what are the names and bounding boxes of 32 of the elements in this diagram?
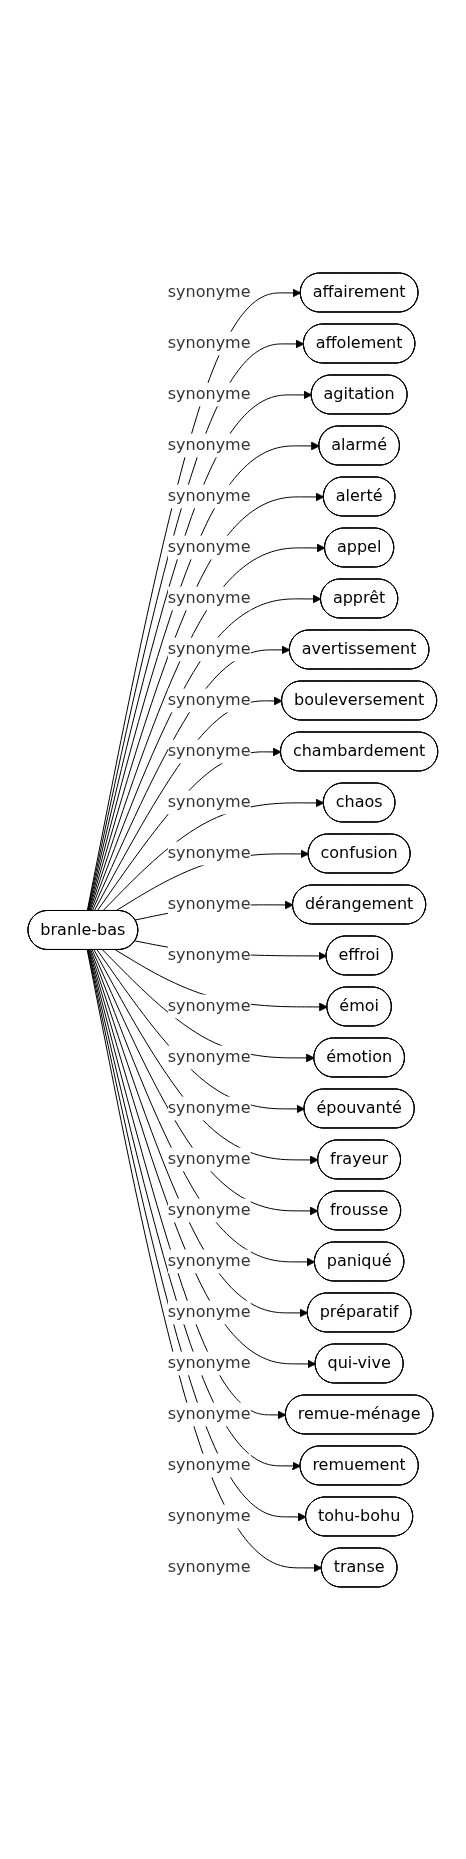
- edge-label: synonyme: [167, 894, 251, 913]
- edge-label: synonyme: [167, 1352, 251, 1372]
- edge-label: synonyme: [167, 1250, 251, 1270]
- edge-label: synonyme: [167, 1098, 251, 1117]
- arrow: [89, 949, 309, 1317]
- edge-label: synonyme: [167, 1403, 251, 1423]
- arrow: [91, 645, 291, 911]
- edge-label: synonyme: [167, 1301, 251, 1321]
- edge-label: synonyme: [167, 996, 251, 1015]
- arrow: [93, 949, 319, 1164]
- edge-label: synonyme: [167, 792, 251, 811]
- edge-label: synonyme: [167, 1556, 251, 1576]
- edge-label: synonyme: [167, 1505, 251, 1525]
- edge-label: synonyme: [167, 741, 251, 760]
- edge-label: synonyme: [167, 843, 251, 862]
- edge-label: synonyme: [167, 1199, 251, 1219]
- edge-label: synonyme: [167, 486, 251, 506]
- edge-label: synonyme: [167, 333, 251, 353]
- edge-label: synonyme: [167, 1047, 251, 1066]
- edge-label: synonyme: [167, 1148, 251, 1168]
- edge-label: synonyme: [167, 690, 251, 710]
- edge-label: synonyme: [167, 945, 251, 964]
- edge-label: synonyme: [167, 1454, 251, 1474]
- edge-label: synonyme: [167, 639, 251, 659]
- arrow: [93, 696, 283, 911]
- edge-label: synonyme: [167, 435, 251, 455]
- edge-label: synonyme: [167, 537, 251, 557]
- arrow: [91, 949, 319, 1215]
- edge-label: synonyme: [167, 588, 251, 608]
- arrow: [102, 949, 315, 1062]
- edge-label: synonyme: [167, 282, 251, 302]
- edge-label: synonyme: [167, 384, 251, 404]
